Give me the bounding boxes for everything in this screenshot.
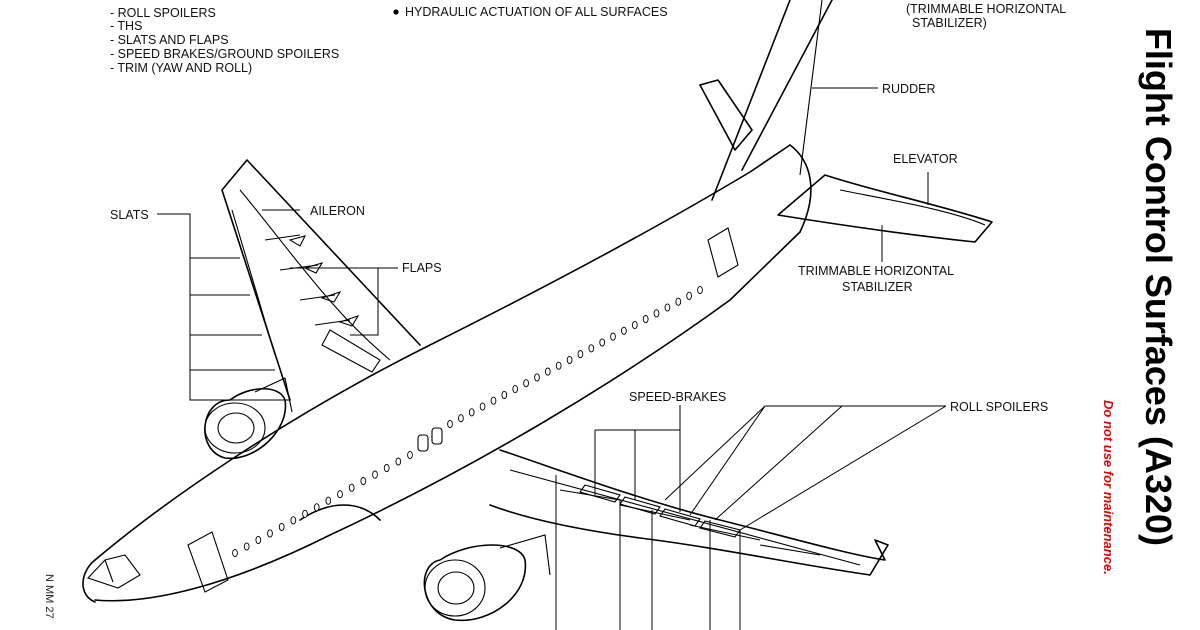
- control-list: - ROLL SPOILERS - THS - SLATS AND FLAPS …: [110, 6, 339, 75]
- label-speed-brakes: SPEED-BRAKES: [629, 390, 726, 404]
- cabin-window: [490, 396, 497, 405]
- rear-door: [707, 227, 739, 278]
- cabin-window: [468, 408, 475, 417]
- cabin-window: [243, 542, 250, 551]
- cabin-window: [697, 285, 703, 295]
- cabin-window: [664, 303, 671, 312]
- cabin-window: [544, 367, 551, 376]
- ths-note-line1: (TRIMMABLE HORIZONTAL: [906, 2, 1066, 16]
- front-door: [187, 531, 229, 593]
- list-item-slats-flaps: - SLATS AND FLAPS: [110, 33, 229, 47]
- leader-lines: [157, 87, 947, 630]
- cabin-window: [642, 315, 649, 324]
- cabin-window: [395, 457, 402, 466]
- cabin-window: [479, 402, 486, 411]
- rudder-hinge: [799, 0, 823, 176]
- list-item-speed-brakes: - SPEED BRAKES/GROUND SPOILERS: [110, 47, 339, 61]
- cabin-windows: [232, 285, 703, 558]
- cabin-window: [290, 516, 297, 525]
- cabin-window: [458, 414, 464, 423]
- label-ths-line2: STABILIZER: [842, 280, 913, 294]
- list-item-trim: - TRIM (YAW AND ROLL): [110, 61, 252, 75]
- label-elevator: ELEVATOR: [893, 152, 958, 166]
- cabin-window: [383, 464, 390, 473]
- spoiler-panels: [579, 484, 741, 538]
- near-wing: [489, 449, 889, 576]
- cabin-window: [313, 503, 320, 512]
- cabin-window: [372, 470, 378, 479]
- cabin-window: [653, 309, 660, 318]
- cabin-window: [278, 522, 285, 531]
- aircraft-outline: [82, 0, 993, 622]
- overwing-exit-1: [417, 434, 429, 452]
- cabin-window: [407, 450, 413, 460]
- page-title: Flight Control Surfaces (A320): [1138, 28, 1179, 546]
- ths-note-line2: STABILIZER): [912, 16, 987, 30]
- cabin-window: [588, 344, 595, 353]
- cabin-window: [523, 379, 529, 388]
- maintenance-warning: Do not use for maintenance.: [1101, 400, 1116, 575]
- cabin-window: [267, 529, 273, 538]
- label-ths-line1: TRIMMABLE HORIZONTAL: [798, 264, 954, 278]
- fuselage-top: [94, 144, 791, 561]
- cabin-window: [621, 326, 627, 335]
- elevator-hinge: [839, 189, 986, 226]
- fuselage-bottom: [94, 231, 801, 602]
- cabin-window: [675, 297, 682, 306]
- nose: [82, 559, 96, 603]
- cabin-window: [325, 496, 332, 505]
- cabin-window: [348, 483, 355, 492]
- cabin-window: [255, 535, 262, 544]
- cabin-window: [534, 373, 540, 382]
- vertical-stabilizer: [711, 0, 833, 201]
- cabin-window: [447, 419, 453, 429]
- cabin-window: [232, 548, 238, 558]
- list-item-roll-spoilers: - ROLL SPOILERS: [110, 6, 216, 20]
- far-wing: [221, 159, 421, 401]
- label-aileron: AILERON: [310, 204, 365, 218]
- list-item-ths: - THS: [110, 19, 142, 33]
- near-stabilizer: [777, 174, 993, 243]
- bullet-dot: [393, 9, 399, 15]
- cockpit-windows: [87, 554, 141, 589]
- cabin-window: [512, 384, 519, 394]
- cabin-window: [360, 477, 367, 486]
- cabin-window: [599, 338, 606, 347]
- label-flaps: FLAPS: [402, 261, 442, 275]
- cabin-window: [302, 509, 308, 518]
- label-rudder: RUDDER: [882, 82, 935, 96]
- cabin-window: [337, 490, 343, 499]
- label-slats: SLATS: [110, 208, 149, 222]
- overwing-exit-2: [431, 427, 443, 445]
- reference-code: N MM 27: [43, 574, 55, 619]
- cabin-window: [555, 361, 562, 370]
- cabin-window: [577, 350, 584, 359]
- cabin-window: [501, 390, 508, 399]
- cabin-window: [566, 355, 573, 364]
- cabin-window: [686, 291, 692, 300]
- label-roll-spoilers: ROLL SPOILERS: [950, 400, 1048, 414]
- hydraulic-note: HYDRAULIC ACTUATION OF ALL SURFACES: [405, 5, 668, 19]
- cabin-window: [610, 332, 616, 341]
- cabin-window: [631, 320, 638, 330]
- far-stabilizer: [699, 79, 753, 151]
